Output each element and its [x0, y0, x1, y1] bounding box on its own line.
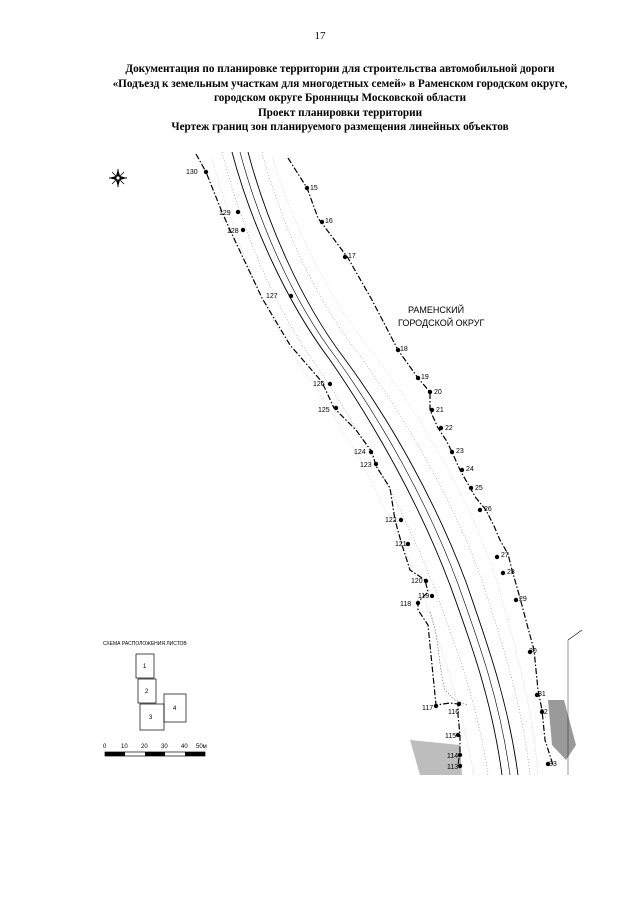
point-label: 29 [519, 596, 527, 603]
gray-area-2 [410, 740, 462, 775]
point-label: 127 [266, 293, 278, 300]
title-line-2: «Подъезд к земельным участкам для многод… [112, 77, 568, 90]
point-label: 126 [313, 381, 325, 388]
sheet-number: 3 [149, 715, 153, 721]
title-line-5: Чертеж границ зон планируемого размещени… [171, 121, 509, 133]
point-label: 32 [540, 709, 548, 716]
point-label: 116 [448, 709, 459, 716]
region-label-line1: РАМЕНСКИЙ [408, 304, 464, 315]
zone-boundary [195, 153, 554, 766]
title-line-1: Документация по планировке территории дл… [125, 63, 555, 75]
side-area-outline [429, 611, 469, 706]
point-label: 113 [447, 764, 458, 771]
scale-tick: 10 [121, 744, 128, 750]
point-label: 129 [219, 210, 231, 217]
title-line-3: городском округе Бронницы Московской обл… [213, 92, 467, 104]
sheet-number: 2 [145, 689, 149, 695]
left-boundary-points [203, 169, 463, 769]
gray-area-1 [548, 700, 576, 760]
boundary-right [287, 157, 554, 766]
point-label: 130 [186, 169, 198, 176]
point-label: 125 [318, 407, 330, 414]
page-number: 17 [314, 30, 326, 42]
scale-tick: 40 [181, 744, 188, 750]
road-shoulder-right [261, 151, 531, 776]
point-label: 19 [421, 374, 429, 381]
point-label: 18 [400, 346, 408, 353]
point-label: 121 [395, 541, 407, 548]
point-label: 25 [475, 485, 483, 492]
ditch-right [271, 155, 539, 776]
sheet-layout-scheme: СХЕМА РАСПОЛОЖЕНИЯ ЛИСТОВ 1 2 3 4 [103, 641, 187, 731]
point-label: 23 [456, 448, 464, 455]
point-label: 118 [400, 601, 411, 608]
point-label: 27 [501, 552, 509, 559]
point-label: 122 [385, 517, 397, 524]
right-boundary-points [304, 185, 551, 767]
point-label: 115 [445, 733, 456, 740]
scale-tick: 20 [141, 744, 148, 750]
point-label: 33 [549, 761, 557, 768]
document-title: Документация по планировке территории дл… [40, 62, 640, 135]
scheme-title: СХЕМА РАСПОЛОЖЕНИЯ ЛИСТОВ [103, 641, 187, 647]
point-label: 30 [529, 648, 537, 655]
point-label: 17 [348, 253, 356, 260]
region-label-line2: ГОРОДСКОЙ ОКРУГ [398, 317, 484, 328]
point-label: 26 [484, 506, 492, 513]
point-label: 15 [310, 185, 318, 192]
boundary-left [195, 153, 461, 766]
point-label: 24 [466, 466, 474, 473]
road-edge-left [231, 151, 503, 776]
point-label: 16 [325, 218, 333, 225]
plot-edge [567, 629, 583, 641]
point-label: 31 [538, 691, 546, 698]
road-corridor [211, 151, 539, 776]
title-line-4: Проект планировки территории [257, 106, 423, 119]
point-label: 114 [447, 753, 458, 760]
right-point-labels: 15 16 17 18 19 20 21 22 23 24 25 26 27 2… [310, 185, 557, 768]
scale-tick: 30 [161, 744, 168, 750]
scale-tick: 50м [196, 744, 207, 750]
point-label: 124 [354, 449, 366, 456]
point-label: 117 [422, 705, 433, 712]
sheet-number: 4 [173, 706, 177, 712]
road-shoulder-left [221, 151, 489, 776]
point-label: 120 [411, 578, 423, 585]
scale-bar: 0 10 20 30 40 50м [103, 744, 207, 757]
left-point-labels: 130 129 128 127 126 125 124 123 122 121 … [186, 169, 459, 771]
point-label: 128 [227, 228, 239, 235]
point-label: 119 [418, 593, 429, 600]
road-edge-right [247, 151, 519, 776]
point-label: 123 [360, 462, 372, 469]
point-label: 22 [445, 425, 453, 432]
point-label: 21 [436, 407, 444, 414]
compass-rose-icon [109, 169, 127, 187]
point-label: 28 [507, 569, 515, 576]
road-centerline [239, 151, 511, 776]
sheet-number: 1 [143, 664, 147, 670]
point-label: 20 [434, 389, 442, 396]
scale-tick: 0 [103, 744, 107, 750]
